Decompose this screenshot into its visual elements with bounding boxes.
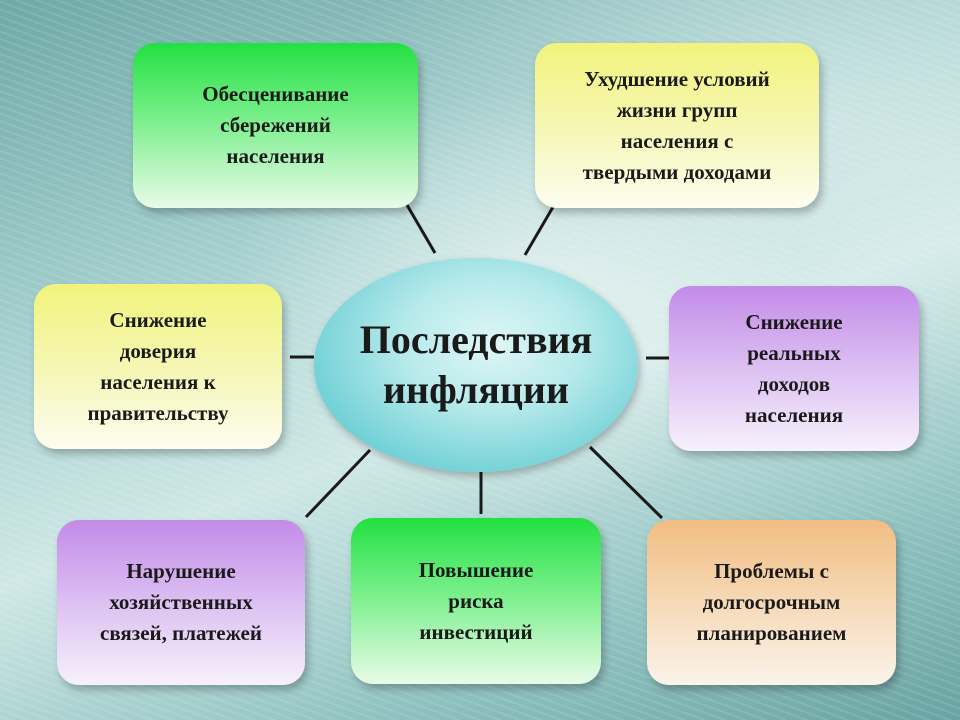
- box-investment-risk: Повышение риска инвестиций: [351, 518, 601, 684]
- connector-bottom-right: [588, 445, 664, 520]
- box-real-income: Снижение реальных доходов населения: [669, 286, 919, 451]
- box-text-line: связей, платежей: [100, 621, 262, 645]
- connector-top-right: [523, 206, 555, 256]
- box-text-line: хозяйственных: [109, 590, 253, 614]
- box-text-line: долгосрочным: [702, 590, 841, 614]
- box-living-conditions: Ухудшение условий жизни групп населения …: [535, 43, 819, 208]
- connector-bottom-left: [304, 448, 372, 519]
- box-text-line: твердыми доходами: [582, 159, 772, 184]
- center-title-line: Последствия: [359, 317, 593, 362]
- box-text-line: инвестиций: [419, 619, 533, 644]
- box-text-line: правительству: [87, 400, 229, 425]
- box-text-line: реальных: [747, 340, 841, 365]
- box-text-line: жизни групп: [616, 97, 738, 122]
- box-text-line: Повышение: [418, 557, 534, 582]
- box-long-term-planning: Проблемы с долгосрочным планированием: [647, 520, 896, 685]
- box-government-trust: Снижение доверия населения к правительст…: [34, 284, 282, 449]
- box-text-line: населения к: [100, 369, 216, 394]
- box-text-line: доверия: [119, 338, 197, 363]
- box-economic-ties: Нарушение хозяйственных связей, платежей: [57, 520, 305, 685]
- box-text-line: Снижение: [745, 309, 843, 334]
- center-title-line: инфляции: [383, 367, 569, 412]
- box-text-line: Снижение: [109, 307, 207, 332]
- box-text-line: Ухудшение условий: [584, 66, 770, 91]
- box-text-line: риска: [448, 588, 504, 613]
- box-text-line: доходов: [757, 371, 831, 396]
- box-text-line: населения: [744, 402, 844, 427]
- box-savings-devaluation: Обесценивание сбережений населения: [133, 43, 418, 208]
- box-text-line: Проблемы с: [714, 559, 829, 583]
- central-ellipse-inflation-consequences: Последствия инфляции: [314, 258, 638, 472]
- box-text-line: планированием: [696, 621, 847, 645]
- box-text-line: населения с: [620, 128, 734, 153]
- box-text-line: Нарушение: [126, 559, 236, 583]
- box-text-line: населения: [226, 144, 325, 168]
- connector-top-left: [405, 204, 437, 254]
- box-text-line: Обесценивание: [202, 82, 349, 106]
- box-text-line: сбережений: [220, 113, 331, 137]
